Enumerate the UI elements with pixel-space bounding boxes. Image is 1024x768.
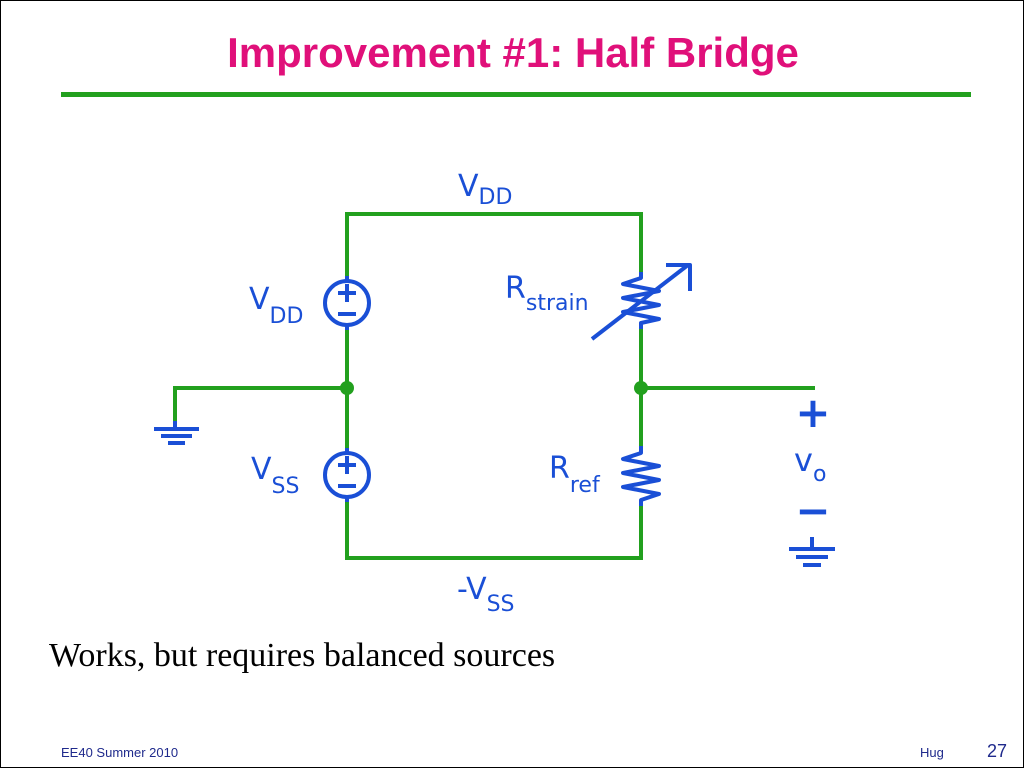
label-output: vo <box>794 441 826 487</box>
voltage-source-icon <box>323 448 371 502</box>
ground-icon <box>154 388 199 445</box>
ground-icon <box>789 537 835 567</box>
label-top-node: VDD <box>458 169 512 210</box>
label-output-sub: o <box>813 462 826 487</box>
slide-caption: Works, but requires balanced sources <box>49 637 556 674</box>
footer-author: Hug <box>920 745 944 760</box>
label-top-node-sub: DD <box>479 185 513 210</box>
junction-dot-icon <box>340 381 354 395</box>
label-source-top-sub: DD <box>270 304 304 329</box>
variable-resistor-icon <box>590 263 692 341</box>
voltage-source-icon <box>323 276 371 330</box>
label-bottom-node: -VSS <box>457 572 515 617</box>
circuit-wires <box>173 212 815 560</box>
slide-title: Improvement #1: Half Bridge <box>227 29 799 76</box>
label-resistor-strain-sub: strain <box>526 291 589 316</box>
footer-course: EE40 Summer 2010 <box>61 745 179 760</box>
label-bottom-node-sub: SS <box>487 592 515 617</box>
junction-dot-icon <box>634 381 648 395</box>
label-source-top-main: V <box>249 282 270 317</box>
label-resistor-ref-sub: ref <box>570 473 601 498</box>
label-resistor-strain-main: R <box>505 271 526 306</box>
label-source-bottom-main: V <box>251 452 272 487</box>
label-resistor-ref-main: R <box>549 451 570 486</box>
label-resistor-strain: Rstrain <box>505 271 589 316</box>
output-plus-sign: + <box>795 388 830 437</box>
label-source-top: VDD <box>249 282 303 329</box>
label-source-bottom: VSS <box>251 452 299 499</box>
label-output-main: v <box>794 441 813 479</box>
label-bottom-node-main: -V <box>457 572 487 607</box>
label-resistor-ref: Rref <box>549 451 601 498</box>
label-source-bottom-sub: SS <box>272 474 300 499</box>
output-minus-sign: − <box>795 486 830 535</box>
page-number: 27 <box>987 741 1008 761</box>
label-top-node-main: V <box>458 169 479 204</box>
resistor-icon <box>621 446 661 506</box>
title-divider <box>61 92 971 97</box>
